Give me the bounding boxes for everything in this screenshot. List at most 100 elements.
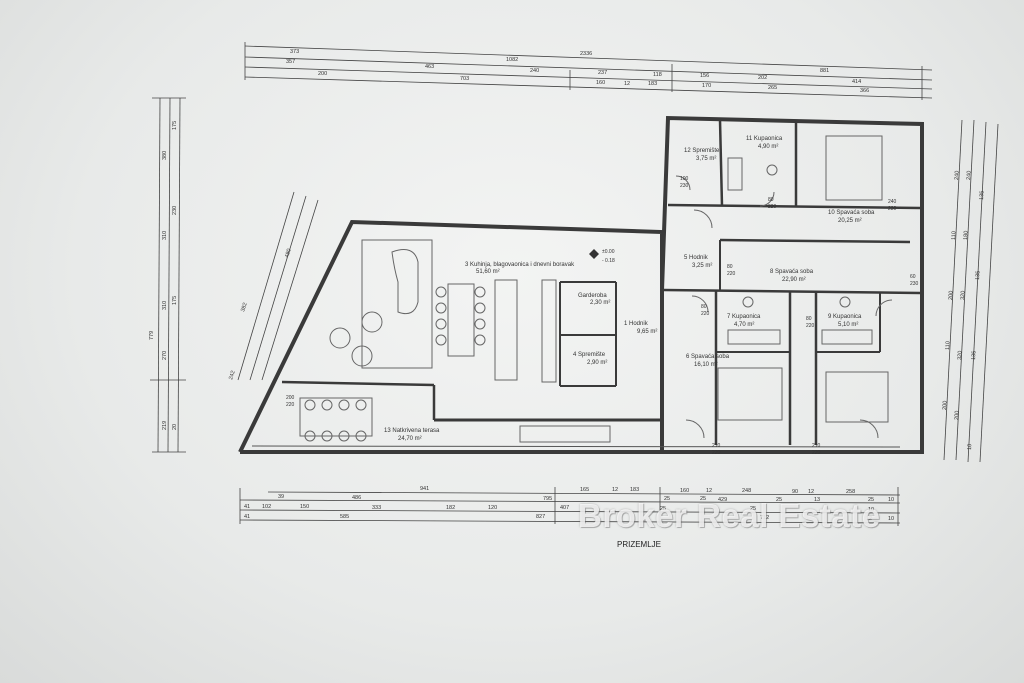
bottom-dim-c7: 407: [560, 505, 569, 511]
right-dim-b5: 200: [954, 411, 960, 420]
door-swing: [691, 295, 709, 313]
svg-text:60: 60: [910, 274, 916, 280]
toilet: [839, 296, 851, 308]
opening-tags: 100 230 240 230 80 220 80 220 80 220 80 …: [286, 176, 919, 456]
top-dimension-lines: 2336 373 1082 881 357 463 240 237 118 15…: [244, 42, 933, 100]
sofa: [391, 249, 419, 315]
bed-room-10: [825, 135, 883, 201]
armchair: [351, 345, 373, 367]
svg-text:7 Kupaonica: 7 Kupaonica: [727, 314, 761, 320]
bottom-dim-b2: 486: [352, 495, 361, 501]
top-dim-c1: 200: [318, 71, 327, 77]
bottom-dim-d6: 10: [888, 516, 894, 522]
top-dim-c8: 366: [860, 88, 869, 94]
room-1: 1 Hodnik 9,65 m²: [624, 321, 657, 335]
top-dim-b8: 414: [852, 79, 861, 85]
bottom-dim-c2: 102: [262, 504, 271, 510]
svg-text:Garderoba: Garderoba: [578, 293, 607, 299]
svg-text:4,70 m²: 4,70 m²: [734, 322, 754, 328]
svg-text:24,70 m²: 24,70 m²: [398, 436, 422, 442]
room-6: 6 Spavaća soba 16,10 m²: [686, 354, 730, 368]
bottom-dim-d4: 712: [760, 515, 769, 521]
top-dim-a2: 1082: [506, 57, 518, 63]
room-labels: 3 Kuhinja, blagovaonica i dnevni boravak…: [384, 136, 875, 442]
svg-text:220: 220: [712, 450, 721, 456]
top-dim-c6: 170: [702, 83, 711, 89]
svg-text:11 Kupaonica: 11 Kupaonica: [746, 136, 783, 142]
svg-text:1 Hodnik: 1 Hodnik: [624, 321, 649, 327]
left-dim-a1: 779: [149, 331, 155, 340]
shower: [727, 157, 743, 191]
door-swing: [759, 191, 775, 207]
room-12: 12 Spremište 3,75 m²: [684, 148, 720, 162]
bottom-dimension-lines: 941 165 12 183 160 12 248 90 12 258 39 4…: [239, 486, 901, 526]
svg-text:240: 240: [888, 199, 897, 205]
floor-caption: PRIZEMLJE: [617, 540, 662, 549]
bottom-dim-c1: 41: [244, 504, 250, 510]
top-dim-b1: 357: [286, 59, 295, 65]
vanity: [727, 329, 781, 345]
right-dim-c1: 135: [979, 191, 985, 200]
bottom-dim-c8: 25: [660, 506, 666, 512]
room-11: 11 Kupaonica 4,90 m²: [746, 136, 783, 150]
bottom-dim-b6: 429: [718, 497, 727, 503]
svg-text:80: 80: [806, 316, 812, 322]
svg-text:9,65 m²: 9,65 m²: [637, 329, 657, 335]
top-dim-c2: 703: [460, 76, 469, 82]
svg-text:3 Kuhinja, blagovaonica i dnev: 3 Kuhinja, blagovaonica i dnevni boravak: [465, 262, 575, 268]
svg-text:220: 220: [727, 271, 736, 277]
svg-text:22,90 m²: 22,90 m²: [782, 277, 806, 283]
watermark: Broker Real Estate: [578, 497, 881, 534]
armchair: [329, 327, 351, 349]
bottom-dim-b1: 39: [278, 494, 284, 500]
left-dimension-lines: 779 175 230 175 20 380 310 310 270 219 4…: [149, 97, 319, 453]
bottom-dim-a7: 248: [742, 488, 751, 494]
bottom-dim-c9: 25: [750, 506, 756, 512]
top-dim-b5: 118: [653, 72, 662, 78]
room-3: 3 Kuhinja, blagovaonica i dnevni boravak…: [465, 262, 575, 275]
right-dim-b2: 180: [963, 231, 969, 240]
left-dim-a4: 175: [172, 296, 178, 305]
left-dim-c3: 242: [228, 370, 237, 381]
bottom-dim-a10: 258: [846, 489, 855, 495]
right-dim-b4: 320: [957, 351, 963, 360]
bottom-dim-d5: 12: [866, 516, 872, 522]
svg-text:220: 220: [286, 402, 295, 408]
furniture: [299, 135, 893, 443]
living-rug: [361, 239, 433, 369]
bottom-dim-d1: 41: [244, 514, 250, 520]
svg-text:100: 100: [680, 176, 689, 182]
door-swing: [875, 299, 893, 317]
toilet: [742, 296, 754, 308]
coffee-table: [361, 311, 383, 333]
top-dim-c3: 160: [596, 80, 605, 86]
svg-text:230: 230: [910, 281, 919, 287]
kitchen-counter: [541, 279, 557, 383]
svg-text:3,75 m²: 3,75 m²: [696, 156, 716, 162]
toilet: [766, 164, 778, 176]
bottom-dim-b9: 25: [868, 497, 874, 503]
left-dim-a3: 230: [172, 206, 178, 215]
left-dim-b5: 219: [162, 421, 168, 430]
left-dim-b1: 380: [162, 151, 168, 160]
top-dim-b4: 237: [598, 70, 607, 76]
room-2: Garderoba 2,30 m²: [578, 293, 610, 306]
door-swing: [859, 419, 879, 439]
right-dim-a2: 110: [951, 231, 957, 240]
svg-text:80: 80: [768, 197, 774, 203]
right-dim-b1: 240: [966, 171, 972, 180]
right-dim-a1: 240: [954, 171, 960, 180]
svg-text:220: 220: [806, 323, 815, 329]
left-dim-a5: 20: [172, 424, 178, 430]
left-dim-c1: 480: [284, 248, 293, 259]
bottom-dim-b4: 25: [664, 496, 670, 502]
svg-text:230: 230: [680, 183, 689, 189]
svg-text:4,90 m²: 4,90 m²: [758, 144, 778, 150]
svg-text:5 Hodnik: 5 Hodnik: [684, 255, 709, 261]
bottom-dim-a5: 160: [680, 488, 689, 494]
bottom-dim-c5: 182: [446, 505, 455, 511]
bottom-dim-a6: 12: [706, 488, 712, 494]
svg-text:4 Spremište: 4 Spremište: [573, 352, 606, 358]
